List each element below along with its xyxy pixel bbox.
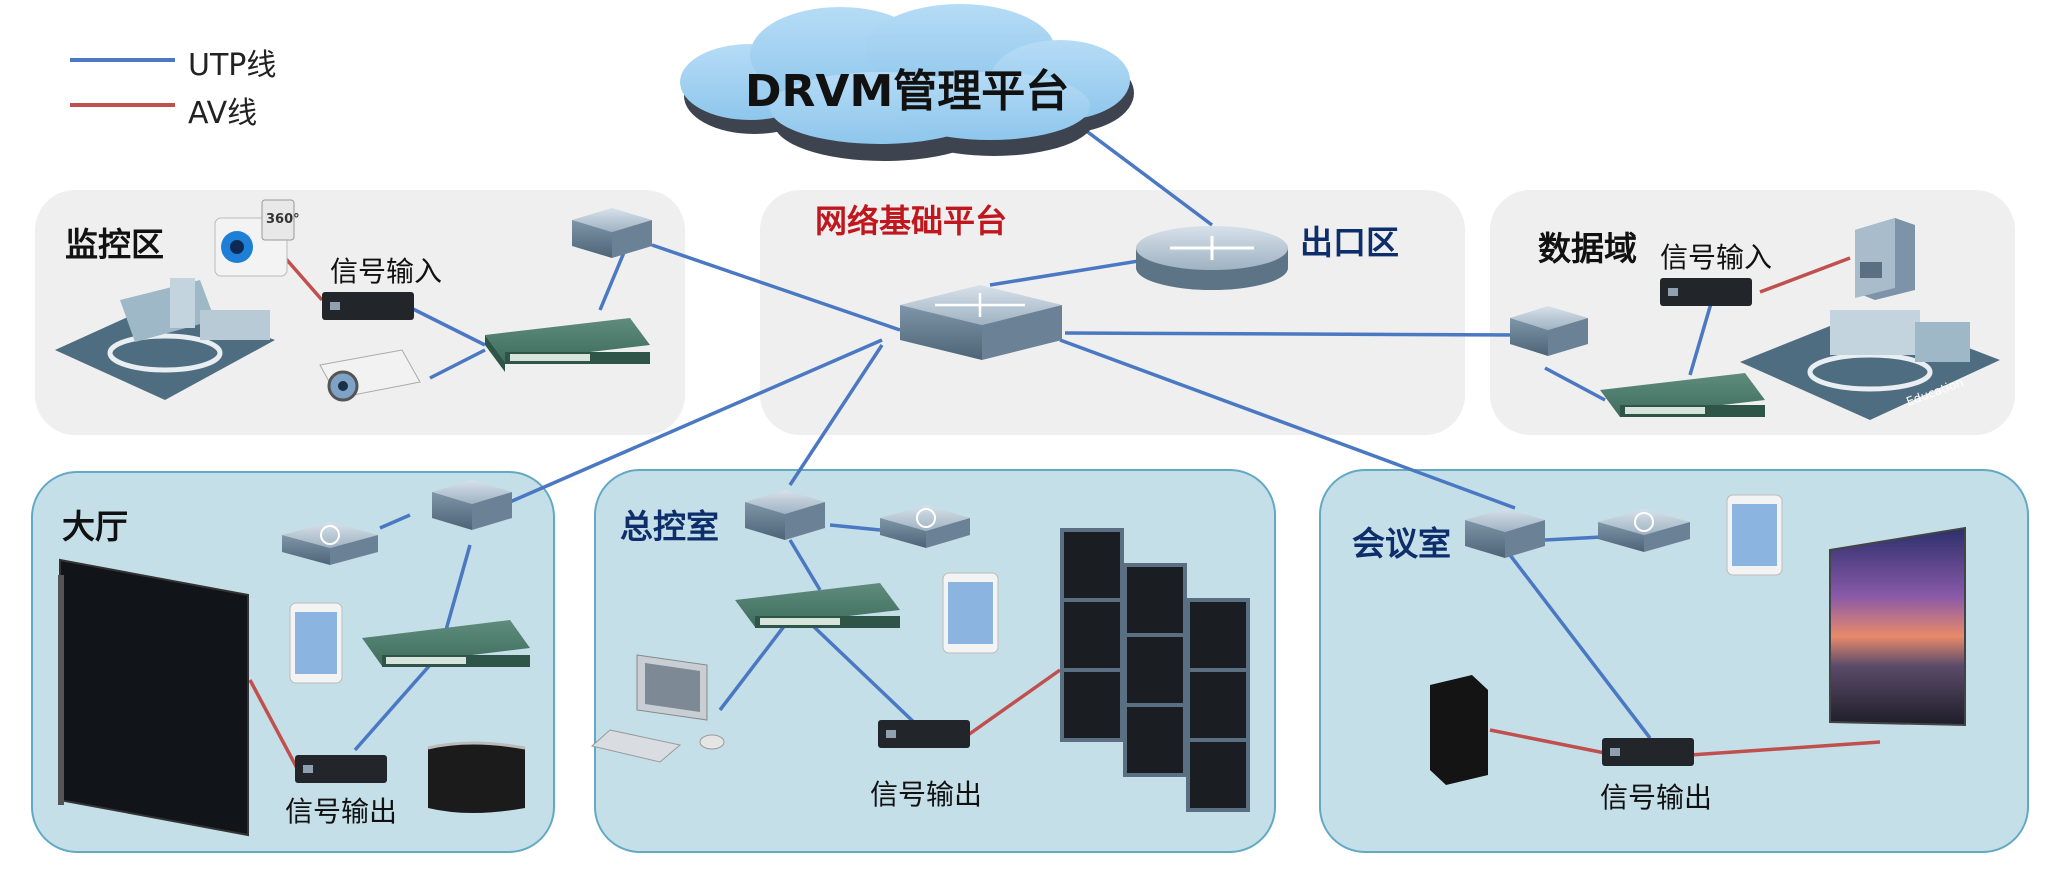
tablet-hall xyxy=(289,602,343,684)
signal-box-meeting xyxy=(1602,738,1694,766)
ap-control xyxy=(880,505,970,548)
access-switch-monitor xyxy=(485,318,650,372)
signal-box-hall xyxy=(295,755,387,783)
signal-box-control xyxy=(878,720,970,748)
ap-meeting xyxy=(1598,509,1690,552)
legend-av-label: AV线 xyxy=(188,96,258,131)
zone-network xyxy=(760,190,1465,435)
ap-hall xyxy=(282,522,378,565)
signal-input-monitor-label: 信号输入 xyxy=(330,255,443,288)
dome-camera-360 xyxy=(214,199,295,277)
signal-output-hall-label: 信号输出 xyxy=(285,795,398,828)
router-exit xyxy=(1136,226,1288,290)
signal-output-meeting-label: 信号输出 xyxy=(1600,781,1713,814)
tablet-meeting xyxy=(1726,494,1783,576)
video-wall xyxy=(1060,528,1250,812)
signal-box-data xyxy=(1660,278,1752,306)
speaker-meeting xyxy=(1430,675,1488,785)
av-lines xyxy=(248,250,1881,771)
signal-input-data-label: 信号输入 xyxy=(1660,241,1773,274)
campus-building-monitor xyxy=(55,278,275,400)
zone-title-control: 总控室 xyxy=(620,507,719,546)
server-tower xyxy=(1855,218,1915,300)
led-display-meeting xyxy=(1829,526,1966,727)
switch-data xyxy=(1510,306,1588,356)
access-switch-hall xyxy=(362,620,530,667)
legend-utp-label: UTP线 xyxy=(188,48,277,83)
zone-title-exit: 出口区 xyxy=(1300,223,1399,262)
tablet-control xyxy=(942,572,999,654)
campus-building-data xyxy=(1740,310,2000,420)
bullet-camera xyxy=(319,349,421,402)
speaker-hall xyxy=(427,741,526,813)
pc-workstation xyxy=(590,654,725,763)
zone-title-network: 网络基础平台 xyxy=(815,202,1008,240)
switch-control xyxy=(745,490,825,540)
core-switch xyxy=(900,285,1062,360)
utp-lines xyxy=(353,113,1714,752)
zone-title-hall: 大厅 xyxy=(62,507,128,546)
cloud-drvm xyxy=(680,4,1134,161)
switch-hall xyxy=(432,480,512,530)
signal-box-monitor xyxy=(322,292,414,320)
signal-output-control-label: 信号输出 xyxy=(870,778,983,811)
access-switch-data xyxy=(1600,373,1765,417)
access-switch-control xyxy=(735,583,900,628)
zone-title-meeting: 会议室 xyxy=(1352,524,1451,563)
cloud-label: DRVM管理平台 xyxy=(745,66,1070,117)
camera-360-badge: 360° xyxy=(266,212,300,227)
switch-monitor xyxy=(572,208,652,258)
switch-meeting xyxy=(1465,508,1545,558)
zone-title-monitor: 监控区 xyxy=(65,225,164,264)
led-display-hall xyxy=(58,558,249,837)
zone-title-data: 数据域 xyxy=(1538,229,1637,268)
